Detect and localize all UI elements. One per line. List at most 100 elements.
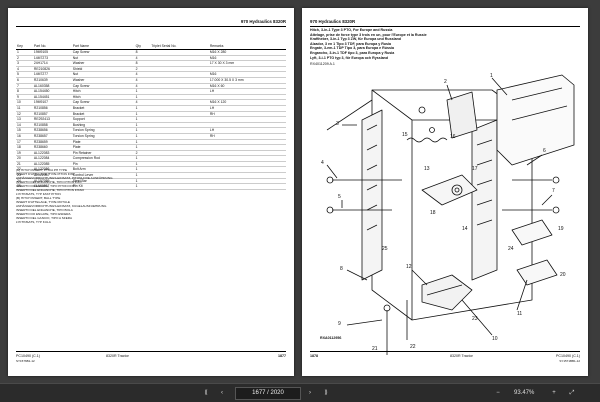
callout: 1 [490,73,493,79]
next-page-button[interactable]: › [309,390,311,396]
callout: 7 [552,188,555,194]
table-cell: 17 X 30 X 3 mm [208,60,286,67]
table-cell: R210857 [32,111,72,118]
note-line: (B) HITCH INSERT, BALL TYPE [16,196,61,200]
table-cell: 17.000 X 30.5 X 3 mm [208,77,286,84]
table-cell: 1 [134,88,151,95]
viewer-toolbar: ⟪ ‹ 1677 / 2020 › ⟫ − 93.47% + ⤢ [0,383,600,402]
table-cell [150,166,209,174]
hitch-frame [371,89,533,321]
zoom-out-button[interactable]: − [496,390,500,396]
title-line: Engancho, 3-in-1 TDF tipo 3, para Europa… [310,50,395,55]
table-cell: R210858 [32,122,72,129]
table-cell: AL122084 [32,155,72,162]
title-line: Alzador, 3 en 1 Tipo 3 TDF, para Europa … [310,41,392,46]
footer-page-number: 1878 [310,354,318,358]
table-cell: AL122086 [32,166,72,174]
table-cell [150,105,209,112]
table-cell: 8 [16,88,33,95]
page-number-input[interactable]: 1677 / 2020 [235,387,301,400]
table-cell: Bracket [71,111,135,118]
first-page-button[interactable]: ⟪ [204,390,208,396]
zoom-level: 93.47% [514,390,535,396]
table-cell [150,139,209,146]
table-cell: LH [208,88,286,95]
table-cell: 8 [134,49,151,56]
callout: 9 [338,321,341,327]
table-cell: RE292413 [32,116,72,123]
table-cell [150,71,209,78]
table-cell [208,116,286,123]
note-line: INSERTO DEL ENGANCHE, TIPO PITON FIJO [16,180,82,184]
table-cell: Bushing [71,122,135,129]
header-title: 970 Hydraulics 8320R [240,19,286,24]
prev-page-button[interactable]: ‹ [221,390,223,396]
table-cell: Compression Rod [71,155,135,162]
zoom-in-button[interactable]: + [552,390,556,396]
callout: 24 [508,246,514,252]
table-cell: Cap Screw [71,83,135,90]
table-cell [150,55,209,62]
callout: 4 [321,160,324,166]
table-cell: AL160358 [32,83,72,90]
right-rail [471,119,498,281]
table-cell: 1 [16,49,33,56]
table-cell: AL122083 [32,150,72,157]
callout: 18 [430,210,436,216]
table-cell: 1 [134,172,151,179]
table-cell: 10 [16,99,33,106]
callout: 3 [336,121,339,127]
table-cell: M16 X 60 [208,83,286,90]
table-cell: RE210826 [32,66,72,73]
callout: 16 [450,134,456,140]
table-cell: LH [208,127,286,134]
column-header: Key [16,36,33,50]
table-cell: M16 X 120 [208,99,286,106]
table-cell: 2 [16,55,33,62]
callout: 19 [558,226,564,232]
table-cell: 23 [16,172,33,179]
table-cell: 1 [134,144,151,151]
left-rail [361,109,383,281]
table-cell: 25 [16,183,33,190]
table-cell [150,133,209,140]
column-header: Qty [134,36,151,50]
table-cell [150,94,209,101]
note-line: INSERTO DEL ENGANCHE, TIPO BOLA [16,208,73,212]
table-cell [150,99,209,106]
table-cell: R238657 [32,133,72,140]
note-line: INSERTO DEL ENGANCHE, TIPO PITON FISSO [16,188,85,192]
table-cell [150,155,209,162]
fit-page-button[interactable]: ⤢ [569,390,575,396]
table-cell [208,161,286,168]
table-cell: Nut [71,55,135,62]
table-cell: 1 [134,116,151,123]
table-cell: Torsion Spring [71,133,135,140]
table-cell: 15 [16,127,33,134]
column-header: Part Name [71,36,135,50]
table-cell [150,150,209,157]
note-line: (A) HITCH INSERT, PTO/A PH TYPE [16,168,68,172]
last-page-button[interactable]: ⟫ [324,390,328,396]
callout: 5 [338,194,341,200]
table-cell: 6 [16,77,33,84]
bracket [446,91,478,139]
callout: 20 [560,272,566,278]
table-cell: Washer [71,60,135,67]
table-cell: 14M7277 [32,71,72,78]
footer-sub-code: SY1571BB1-12 [559,359,580,363]
table-cell: 14 [16,122,33,129]
right-page: 970 Hydraulics 8320R Hitch, 3-in-1 Type … [302,8,588,376]
callout: 11 [517,311,522,317]
